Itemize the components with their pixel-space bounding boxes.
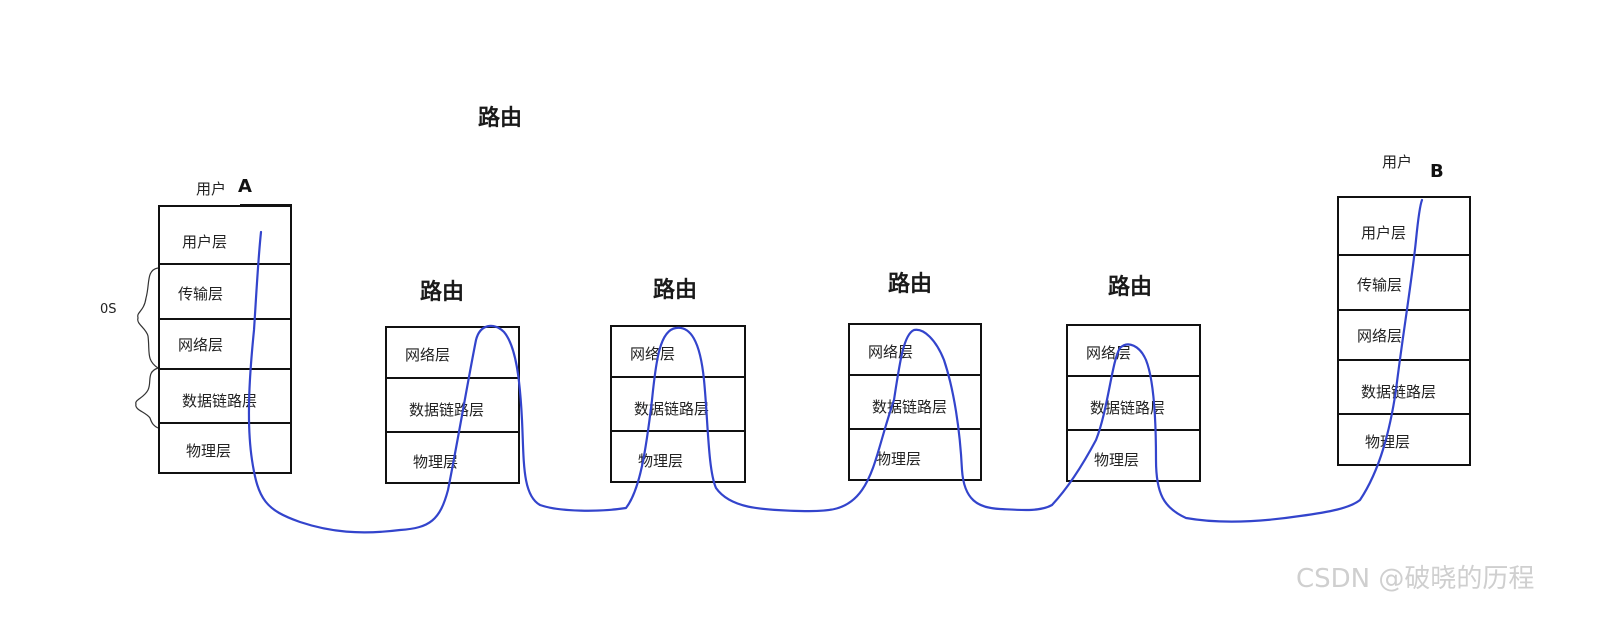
layer-label: 物理层 [638, 452, 684, 470]
layer-label: 数据链路层 [409, 401, 485, 419]
layer-label: 数据链路层 [182, 392, 258, 410]
layer-label: 网络层 [1357, 327, 1403, 345]
layer-label: 传输层 [178, 285, 224, 303]
router-2-title: 路由 [653, 278, 698, 303]
router-4-title: 路由 [1108, 275, 1153, 300]
layer-label: 数据链路层 [1090, 399, 1166, 417]
layer-label: 物理层 [1365, 433, 1411, 451]
layer-label: 物理层 [1094, 451, 1140, 469]
layer-label: 物理层 [186, 442, 232, 460]
layer-label: 网络层 [405, 346, 451, 364]
router-2-layer-physical: 物理层 [610, 430, 746, 483]
host-b-user-label: 用户 [1382, 153, 1413, 171]
layer-label: 网络层 [178, 336, 224, 354]
host-a-layer-network: 网络层 [158, 318, 292, 370]
router-1-layer-physical: 物理层 [385, 431, 520, 484]
layer-label: 数据链路层 [1361, 383, 1437, 401]
host-b-layer-physical: 物理层 [1337, 413, 1471, 466]
layer-label: 数据链路层 [634, 400, 710, 418]
data-path-line [247, 198, 1424, 534]
host-b-layer-network: 网络层 [1337, 309, 1471, 361]
router-2-layer-datalink: 数据链路层 [610, 376, 746, 432]
os-label: 0S [100, 302, 117, 317]
router-1-layer-datalink: 数据链路层 [385, 377, 520, 433]
host-b-stack: 用户层 传输层 网络层 数据链路层 物理层 [1337, 196, 1471, 466]
host-a-layer-transport: 传输层 [158, 263, 292, 320]
router-4-layer-network: 网络层 [1066, 324, 1201, 377]
host-b-letter: B [1430, 161, 1444, 182]
host-a-user-label: 用户 [196, 180, 227, 198]
host-a-letter: A [238, 176, 252, 197]
host-b-layer-transport: 传输层 [1337, 254, 1471, 311]
router-4-stack: 网络层 数据链路层 物理层 [1066, 324, 1201, 482]
os-brace-lower [135, 367, 159, 429]
host-a-stack: 用户层 传输层 网络层 数据链路层 物理层 [158, 205, 292, 474]
router-2-stack: 网络层 数据链路层 物理层 [610, 325, 746, 483]
router-4-layer-datalink: 数据链路层 [1066, 375, 1201, 431]
top-router-label: 路由 [478, 106, 523, 131]
host-a-layer-application: 用户层 [158, 205, 292, 265]
layer-label: 网络层 [630, 345, 676, 363]
os-brace [137, 267, 159, 369]
router-2-layer-network: 网络层 [610, 325, 746, 378]
layer-label: 物理层 [413, 453, 459, 471]
layer-label: 传输层 [1357, 276, 1403, 294]
router-1-stack: 网络层 数据链路层 物理层 [385, 326, 520, 484]
router-3-layer-datalink: 数据链路层 [848, 374, 982, 430]
router-3-stack: 网络层 数据链路层 物理层 [848, 323, 982, 481]
watermark: CSDN @破晓的历程 [1296, 564, 1535, 594]
router-4-layer-physical: 物理层 [1066, 429, 1201, 482]
host-a-layer-physical: 物理层 [158, 422, 292, 474]
host-a-layer-datalink: 数据链路层 [158, 368, 292, 424]
layer-label: 物理层 [876, 450, 922, 468]
router-3-title: 路由 [888, 272, 933, 297]
router-1-title: 路由 [420, 280, 465, 305]
layer-label: 用户层 [1361, 224, 1407, 242]
layer-label: 用户层 [182, 233, 228, 251]
